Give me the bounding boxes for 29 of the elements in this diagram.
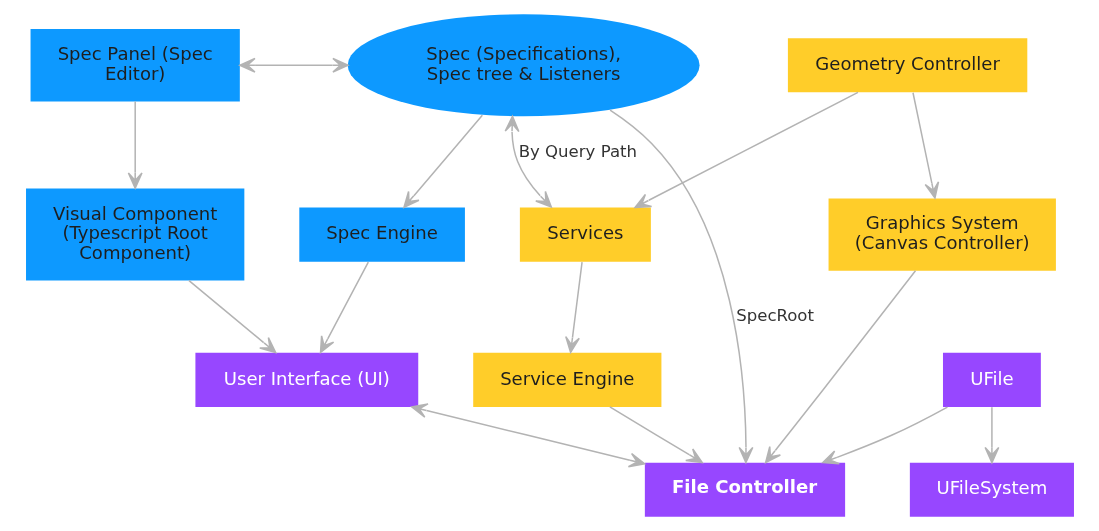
node-box: User Interface (UI) — [194, 352, 418, 407]
node-box: File Controller — [644, 462, 845, 517]
arrow — [608, 109, 753, 464]
node-box: Visual Component (Typescript Root Component) — [25, 188, 244, 281]
node-box: Graphics System (Canvas Controller) — [828, 198, 1056, 271]
arrow — [564, 261, 583, 354]
arrow — [504, 115, 552, 208]
arrow — [608, 406, 703, 464]
node-box: Geometry Controller — [787, 38, 1027, 93]
arrow — [410, 403, 645, 468]
arrow — [983, 406, 999, 464]
arrow — [764, 270, 916, 464]
node-box: Spec Panel (Spec Editor) — [30, 29, 240, 102]
node-box: UFileSystem — [909, 462, 1074, 517]
node-box: Services — [519, 207, 651, 262]
arrow — [319, 261, 369, 354]
arrow — [911, 92, 939, 199]
node-box: UFile — [942, 352, 1041, 407]
arrow — [187, 279, 276, 354]
arrow — [821, 406, 948, 465]
arrow — [127, 100, 143, 189]
edge-label: SpecRoot — [735, 305, 814, 325]
edge-label: By Query Path — [518, 141, 637, 161]
node-ellipse: Spec (Specifications), Spec tree & Listeners — [347, 14, 700, 117]
node-box: Spec Engine — [298, 207, 465, 262]
node-box: Service Engine — [472, 352, 661, 407]
arrow — [633, 91, 859, 209]
arrow — [238, 57, 349, 73]
arrow — [402, 114, 483, 209]
